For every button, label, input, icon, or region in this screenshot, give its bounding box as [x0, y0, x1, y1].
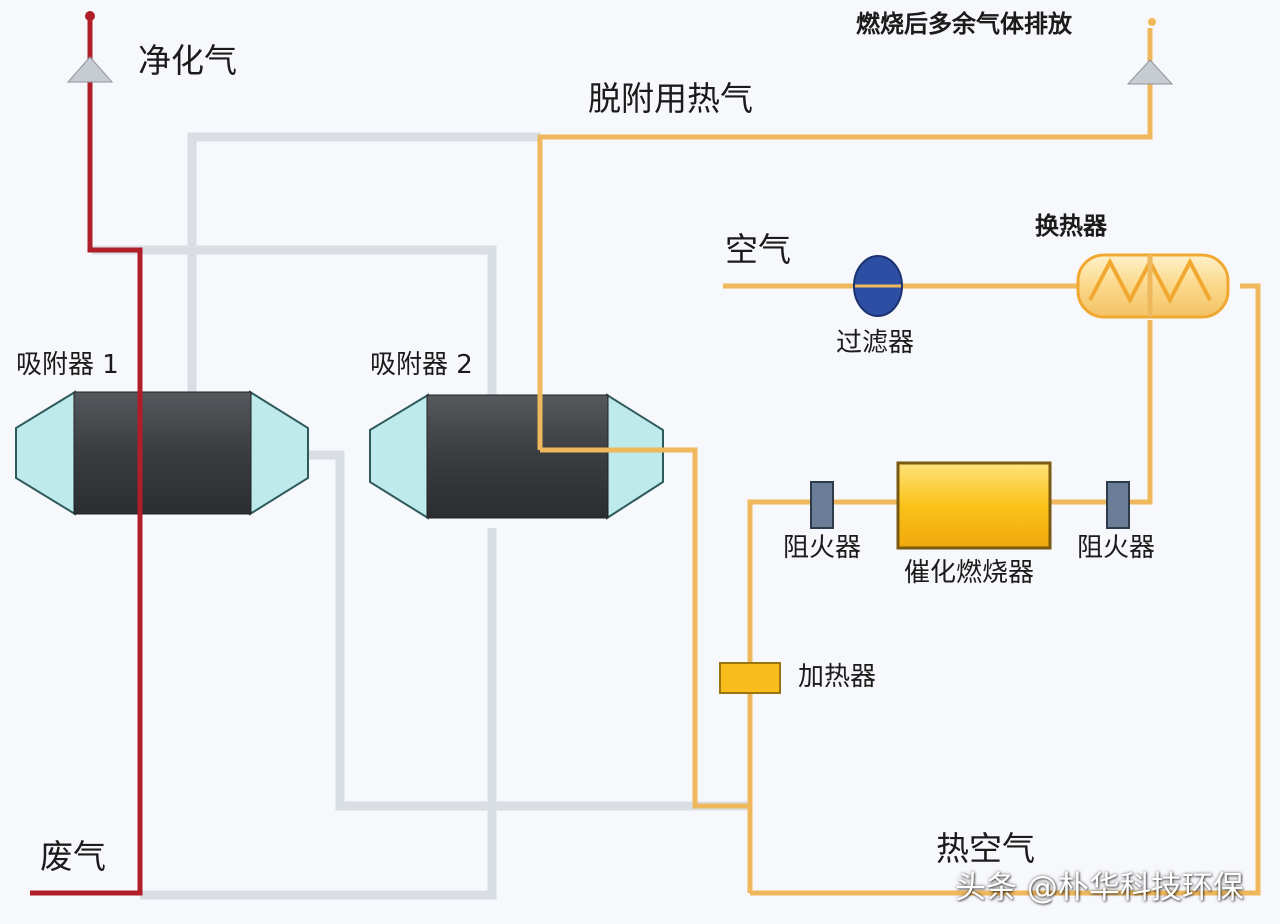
label-waste-gas: 废气 [40, 837, 106, 876]
label-desorption-hot-gas: 脱附用热气 [588, 79, 753, 118]
label-flame-arrester-right: 阻火器 [1077, 533, 1156, 563]
catalytic-burner-symbol [896, 461, 1052, 550]
adsorber-1 [15, 390, 309, 516]
heater-symbol [719, 662, 781, 694]
label-flame-arrester-left: 阻火器 [783, 533, 862, 563]
label-catalytic-burner: 催化燃烧器 [904, 558, 1035, 588]
watermark: 头条 @朴华科技环保 [955, 870, 1244, 906]
vent-cone-icon [66, 56, 114, 83]
exhaust-pipe-end [1148, 18, 1156, 26]
label-purified-gas: 净化气 [138, 41, 237, 80]
filter-symbol [853, 255, 903, 317]
waste-gas-pipe-end [85, 11, 95, 21]
label-heater: 加热器 [798, 662, 877, 692]
vent-cone-icon [1126, 59, 1174, 85]
label-adsorber-1: 吸附器 1 [16, 350, 119, 380]
flame-arrester-right-symbol [1106, 481, 1130, 529]
label-exhaust-after-combustion: 燃烧后多余气体排放 [856, 10, 1072, 38]
flame-arrester-left-symbol [810, 481, 834, 529]
label-heat-exchanger: 换热器 [1035, 212, 1107, 240]
label-filter: 过滤器 [836, 328, 915, 358]
label-hot-air: 热空气 [936, 829, 1035, 868]
label-air: 空气 [725, 230, 791, 269]
heat-exchanger-symbol [1076, 253, 1230, 319]
adsorber-2 [369, 393, 664, 520]
waste-gas-pipe [30, 16, 143, 896]
clean-gas-pipes [92, 132, 748, 900]
label-adsorber-2: 吸附器 2 [370, 350, 473, 380]
